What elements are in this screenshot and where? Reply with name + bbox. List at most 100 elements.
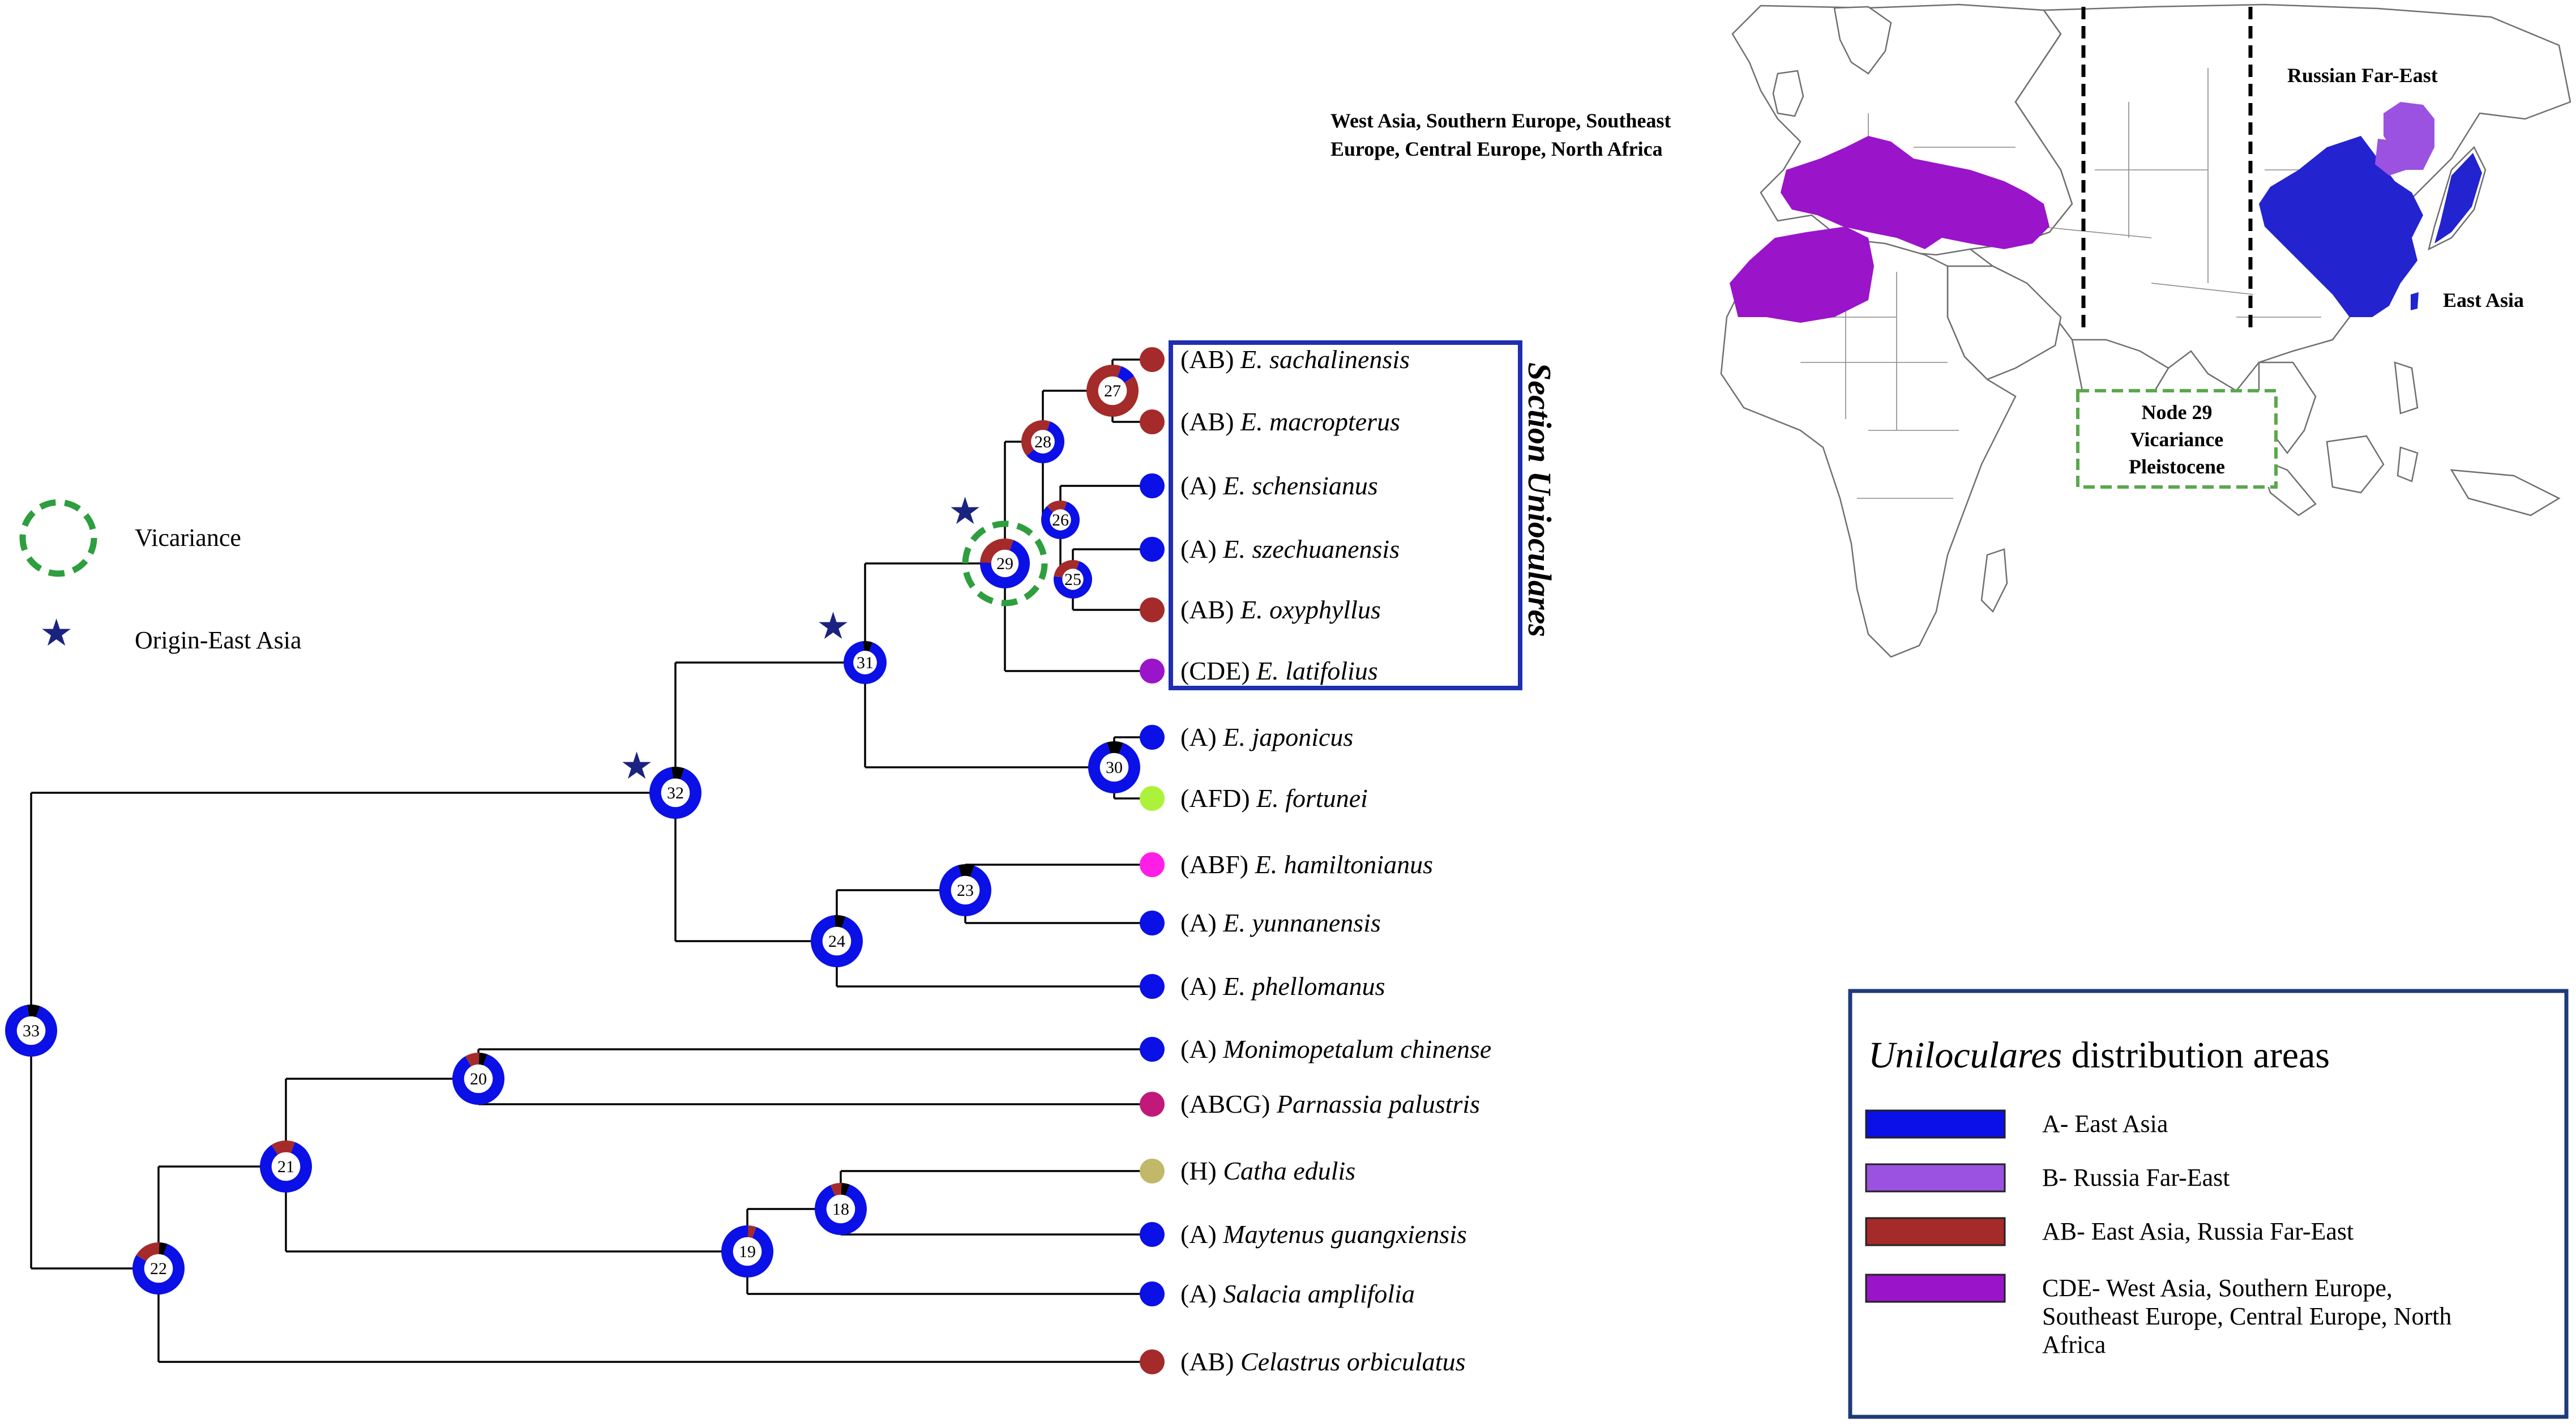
tip-8: (ABF) E. hamiltonianus (1140, 850, 1433, 879)
legend-item-label: B- Russia Far-East (2042, 1164, 2230, 1191)
tip-area-code: (A) (1180, 471, 1223, 500)
tip-area-code: (A) (1180, 1035, 1223, 1063)
tip-14: (A) Maytenus guangxiensis (1140, 1220, 1467, 1249)
node-center (1031, 430, 1055, 454)
distribution-legend: Uniloculares distribution areas A- East … (1848, 989, 2569, 1419)
tip-species-name: Monimopetalum chinense (1222, 1035, 1491, 1063)
map-africa (1720, 237, 2017, 658)
map-label-west-1: West Asia, Southern Europe, Southeast (1330, 109, 1671, 132)
node-label: 27 (1104, 382, 1121, 400)
biogeography-map: West Asia, Southern Europe, Southeast Eu… (1330, 3, 2571, 658)
tip-species-name: Catha edulis (1223, 1156, 1355, 1185)
tip-area-dot (1140, 786, 1165, 811)
node-center (464, 1064, 493, 1093)
legend-swatch (1865, 1163, 2006, 1193)
tip-area-code: (A) (1180, 723, 1223, 751)
tip-area-code: (A) (1180, 908, 1223, 937)
node-label: 19 (739, 1242, 756, 1261)
tip-12: (ABCG) Parnassia palustris (1140, 1090, 1480, 1118)
tip-label: (AB) E. sachalinensis (1180, 345, 1410, 374)
node-label: 20 (470, 1070, 487, 1088)
node-label: 21 (277, 1157, 294, 1176)
vicariance-key-icon (19, 499, 97, 577)
node-19: 19 (721, 1225, 773, 1278)
region-east-asia (2259, 136, 2423, 317)
node-center (1062, 569, 1084, 590)
star-key-icon: ★ (40, 611, 73, 655)
tip-0: (AB) E. sachalinensis (1140, 345, 1410, 374)
tip-area-code: (A) (1180, 1279, 1223, 1308)
node-label: 24 (828, 932, 845, 951)
origin-star-node32: ★ (620, 744, 653, 788)
tip-label: (AB) Celastrus orbiculatus (1180, 1347, 1465, 1376)
tip-area-code: (AB) (1180, 595, 1240, 624)
map-label-west-2: Europe, Central Europe, North Africa (1330, 138, 1663, 160)
tip-15: (A) Salacia amplifolia (1140, 1279, 1415, 1308)
node29-map-box (2076, 389, 2278, 489)
tip-5: (CDE) E. latifolius (1140, 656, 1378, 685)
tip-area-dot (1140, 347, 1165, 372)
tip-area-dot (1140, 1159, 1165, 1184)
distribution-legend-title: Uniloculares distribution areas (1868, 1035, 2330, 1076)
node-label: 28 (1034, 433, 1051, 451)
tip-species-name: Maytenus guangxiensis (1222, 1220, 1467, 1249)
node-center (853, 651, 877, 674)
node-label: 31 (857, 653, 874, 672)
node-24: 24 (811, 915, 863, 967)
node-27: 27 (1086, 365, 1139, 417)
legend-item-3: CDE- West Asia, Southern Europe,Southeas… (1865, 1274, 2451, 1358)
map-scandinavia (1833, 6, 1892, 75)
tip-label: (CDE) E. latifolius (1180, 656, 1378, 685)
node-label: 25 (1064, 570, 1081, 589)
node-label: 32 (667, 784, 684, 802)
tip-11: (A) Monimopetalum chinense (1140, 1035, 1491, 1063)
tip-area-dot (1140, 852, 1165, 877)
node-28: 28 (1021, 420, 1064, 464)
node-18: 18 (814, 1183, 867, 1235)
node-center (733, 1237, 762, 1266)
tip-area-dot (1140, 1037, 1165, 1062)
tip-area-code: (A) (1180, 972, 1223, 1001)
tip-species-name: E. sachalinensis (1240, 345, 1410, 374)
tip-6: (A) E. japonicus (1140, 723, 1353, 751)
node-label: 30 (1106, 758, 1123, 777)
node-29: 29 (979, 539, 1030, 588)
tip-label: (A) E. japonicus (1180, 723, 1353, 751)
tip-area-code: (CDE) (1180, 656, 1256, 685)
legend-item-2: AB- East Asia, Russia Far-East (1865, 1217, 2354, 1246)
node-center (1099, 753, 1129, 782)
tree-tips: (AB) E. sachalinensis(AB) E. macropterus… (1140, 345, 1491, 1376)
tip-area-dot (1140, 1092, 1165, 1117)
node29-box-line1: Node 29 (2142, 401, 2213, 424)
region-north-africa (1730, 227, 1874, 323)
tip-10: (A) E. phellomanus (1140, 972, 1385, 1001)
node-32: 32 (649, 767, 701, 819)
map-label-far-east: Russian Far-East (2287, 64, 2438, 87)
tree-branches (30, 358, 1152, 1363)
tip-label: (A) E. yunnanensis (1180, 908, 1381, 937)
tip-13: (H) Catha edulis (1140, 1156, 1355, 1185)
node-25: 25 (1054, 560, 1092, 599)
node-23: 23 (939, 864, 992, 916)
legend-swatch (1865, 1274, 2006, 1303)
map-philippines (2394, 361, 2419, 415)
node-center (822, 926, 851, 956)
node-22: 22 (132, 1242, 185, 1294)
tip-area-code: (H) (1180, 1156, 1223, 1185)
tip-label: (A) E. szechuanensis (1180, 535, 1400, 563)
tip-label: (H) Catha edulis (1180, 1156, 1355, 1185)
tip-9: (A) E. yunnanensis (1140, 908, 1381, 937)
region-far-east-fill (2375, 139, 2406, 176)
node-center (16, 1016, 46, 1045)
node-21: 21 (260, 1140, 312, 1193)
node-30: 30 (1088, 741, 1140, 793)
tip-area-dot (1140, 911, 1165, 935)
node-center (661, 778, 690, 808)
tip-species-name: E. yunnanensis (1222, 908, 1381, 937)
node29-box-line2: Vicariance (2130, 428, 2224, 451)
tip-area-dot (1140, 597, 1165, 622)
origin-star-node31: ★ (816, 604, 850, 648)
